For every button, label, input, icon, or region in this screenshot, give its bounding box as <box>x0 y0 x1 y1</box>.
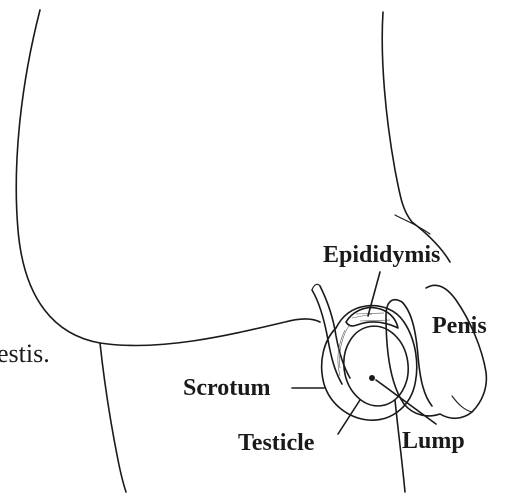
abdomen-outline <box>16 10 320 346</box>
torso-front-outline <box>382 12 450 262</box>
torso-detail-line <box>395 215 430 234</box>
thigh-outline-left <box>100 343 126 492</box>
spermatic-cord-top <box>312 284 320 290</box>
text-fragment: estis. <box>0 339 50 368</box>
label-testicle: Testicle <box>238 430 315 456</box>
lump-dot <box>369 375 375 381</box>
glans-line <box>452 396 472 412</box>
leader-epididymis <box>368 272 380 316</box>
label-lump: Lump <box>402 428 465 454</box>
testicle-shape <box>339 322 414 410</box>
label-penis: Penis <box>432 313 487 339</box>
label-scrotum: Scrotum <box>183 375 271 401</box>
label-epididymis: Epididymis <box>323 242 440 268</box>
leader-lump <box>376 380 436 424</box>
